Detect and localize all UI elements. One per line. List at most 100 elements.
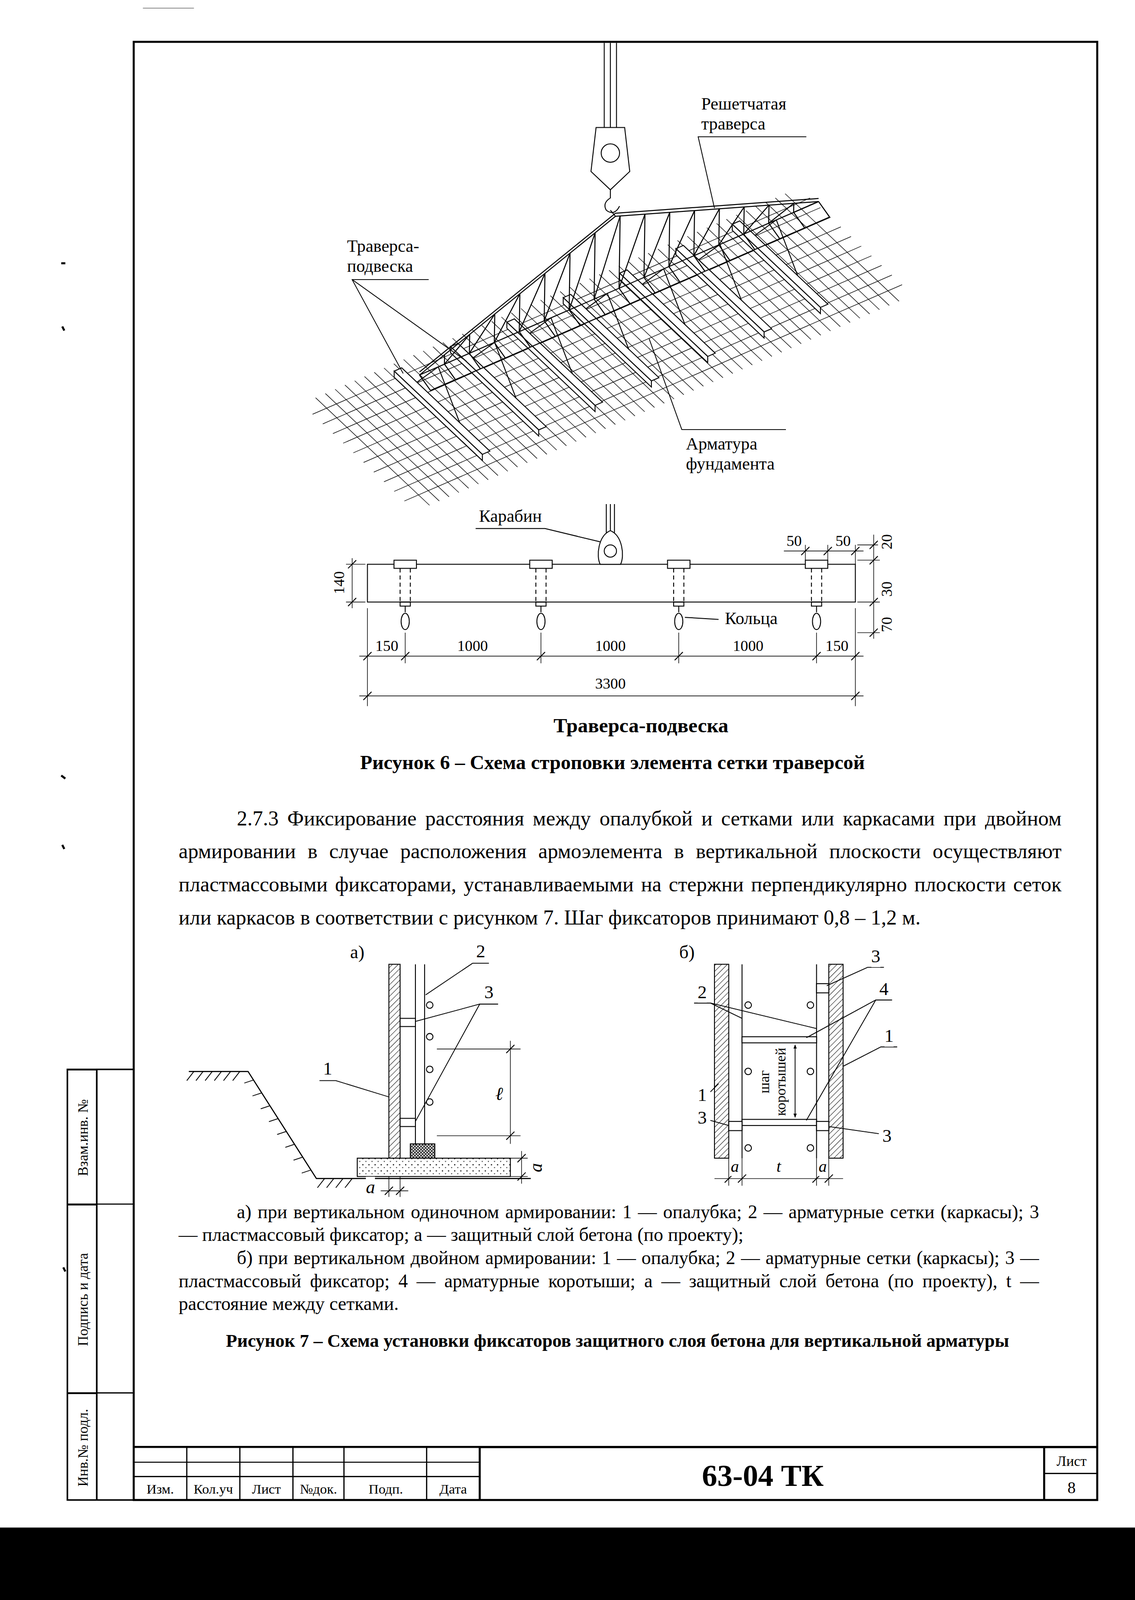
table-cell: Лист — [251, 1481, 281, 1498]
sheet-frame — [133, 41, 1098, 1500]
traverse-elevation — [367, 564, 855, 602]
double-reinforcement-section — [828, 1126, 879, 1134]
callout-number: 4 — [879, 978, 889, 1000]
stamp-cell: Инв.№ подл. — [67, 1393, 97, 1501]
mesh-bar — [491, 321, 606, 430]
traverse-elevation — [348, 560, 357, 569]
dimension-text: 150 — [825, 637, 849, 655]
lattice-traverse — [419, 198, 830, 391]
single-reinforcement-section — [415, 964, 416, 1145]
lifting-point — [545, 568, 547, 602]
table-cell: №док. — [300, 1481, 338, 1498]
mesh-bar — [657, 249, 772, 357]
carabiner — [605, 504, 607, 533]
mesh-bar — [579, 283, 694, 391]
lattice-member — [718, 206, 745, 245]
lattice-member — [594, 299, 605, 315]
lifting-point — [667, 560, 690, 569]
lattice-member — [743, 234, 755, 250]
lifting-point — [805, 560, 828, 569]
double-reinforcement-section — [745, 1068, 752, 1075]
mesh-bar — [599, 274, 714, 383]
lifting-point — [678, 605, 680, 612]
suspension-beam — [619, 273, 708, 363]
traverse-elevation — [869, 555, 878, 565]
single-reinforcement-section — [400, 1118, 416, 1127]
lattice-member — [469, 334, 471, 354]
lifting-point — [394, 560, 417, 569]
crane-hook — [610, 210, 616, 216]
lattice-member — [743, 206, 745, 235]
lattice-member — [619, 288, 630, 304]
ground-hatch — [293, 1157, 303, 1161]
dimension-text: 3300 — [595, 675, 626, 693]
sheet-frame — [0, 8, 1135, 1600]
suspension-beam — [732, 220, 829, 308]
traverse-elevation — [857, 601, 880, 603]
single-reinforcement-section — [424, 964, 425, 1145]
lifting-point — [805, 560, 828, 630]
suspension-beam — [506, 322, 595, 412]
traverse-elevation — [857, 544, 880, 545]
ground-hatch — [326, 1178, 335, 1188]
lattice-member — [419, 375, 431, 391]
dimension-text: 70 — [878, 616, 896, 633]
lattice-member — [644, 277, 655, 293]
lattice-member — [419, 201, 819, 375]
traverse-elevation — [784, 550, 864, 552]
sheet-frame — [67, 1069, 134, 1500]
single-reinforcement-section — [426, 1033, 433, 1040]
carabiner — [610, 504, 611, 533]
mesh-bar — [433, 346, 548, 455]
lattice-member — [419, 216, 616, 375]
table-cell: Кол.уч — [193, 1481, 234, 1498]
cell-text: Лист — [1056, 1453, 1087, 1470]
traverse-elevation — [855, 608, 856, 707]
traverse-elevation — [851, 546, 860, 555]
stamp-cell: Взам.инв. № — [67, 1069, 97, 1205]
lattice-member — [569, 253, 570, 310]
traverse-elevation — [475, 528, 600, 542]
ground-hatch — [244, 1080, 254, 1084]
suspension-beam — [450, 343, 547, 430]
double-reinforcement-section — [710, 1003, 817, 1029]
dimension-text: a — [365, 1176, 375, 1198]
dimension-text: 50 — [835, 532, 851, 550]
figure-legend: а) при вертикальном одиночном армировани… — [178, 1200, 1040, 1247]
lifting-point — [815, 605, 817, 612]
lattice-member — [444, 354, 446, 365]
cell-text: 63-04 ТК — [701, 1459, 824, 1493]
lattice-member — [619, 214, 645, 289]
sheet-frame — [61, 262, 66, 265]
dimension-text: 1000 — [457, 637, 488, 655]
ground-hatch — [232, 1071, 240, 1081]
crane-hook — [615, 42, 617, 129]
callout-label: Карабин — [479, 506, 542, 527]
single-reinforcement-section — [436, 1135, 521, 1136]
single-reinforcement-section — [400, 1018, 416, 1027]
lattice-member — [444, 364, 456, 380]
mesh-bar — [745, 210, 860, 319]
lifting-point — [540, 605, 542, 612]
dimension-text: 20 — [878, 534, 896, 550]
table-cell: Дата — [439, 1481, 467, 1498]
crane-hook — [610, 42, 611, 129]
lattice-member — [818, 201, 830, 217]
ground-hatch — [277, 1131, 287, 1135]
lattice-member — [694, 255, 705, 272]
traverse-elevation — [359, 695, 864, 696]
suspension-beam — [394, 220, 828, 461]
mesh-bar — [325, 393, 440, 502]
leader-line — [352, 136, 807, 430]
traverse-elevation — [674, 651, 683, 660]
traverse-elevation — [805, 545, 806, 561]
callout-number: 1 — [697, 1084, 707, 1106]
single-reinforcement-section — [415, 1004, 480, 1122]
cell-text: 8 — [1067, 1479, 1076, 1498]
lifting-point — [667, 560, 690, 630]
lattice-member — [694, 208, 720, 256]
traverse-elevation — [345, 564, 366, 565]
ground-hatch — [205, 1071, 213, 1081]
figure-caption: Рисунок 7 – Схема установки фиксаторов з… — [142, 1329, 1092, 1352]
dimension-text: 1000 — [732, 637, 764, 655]
